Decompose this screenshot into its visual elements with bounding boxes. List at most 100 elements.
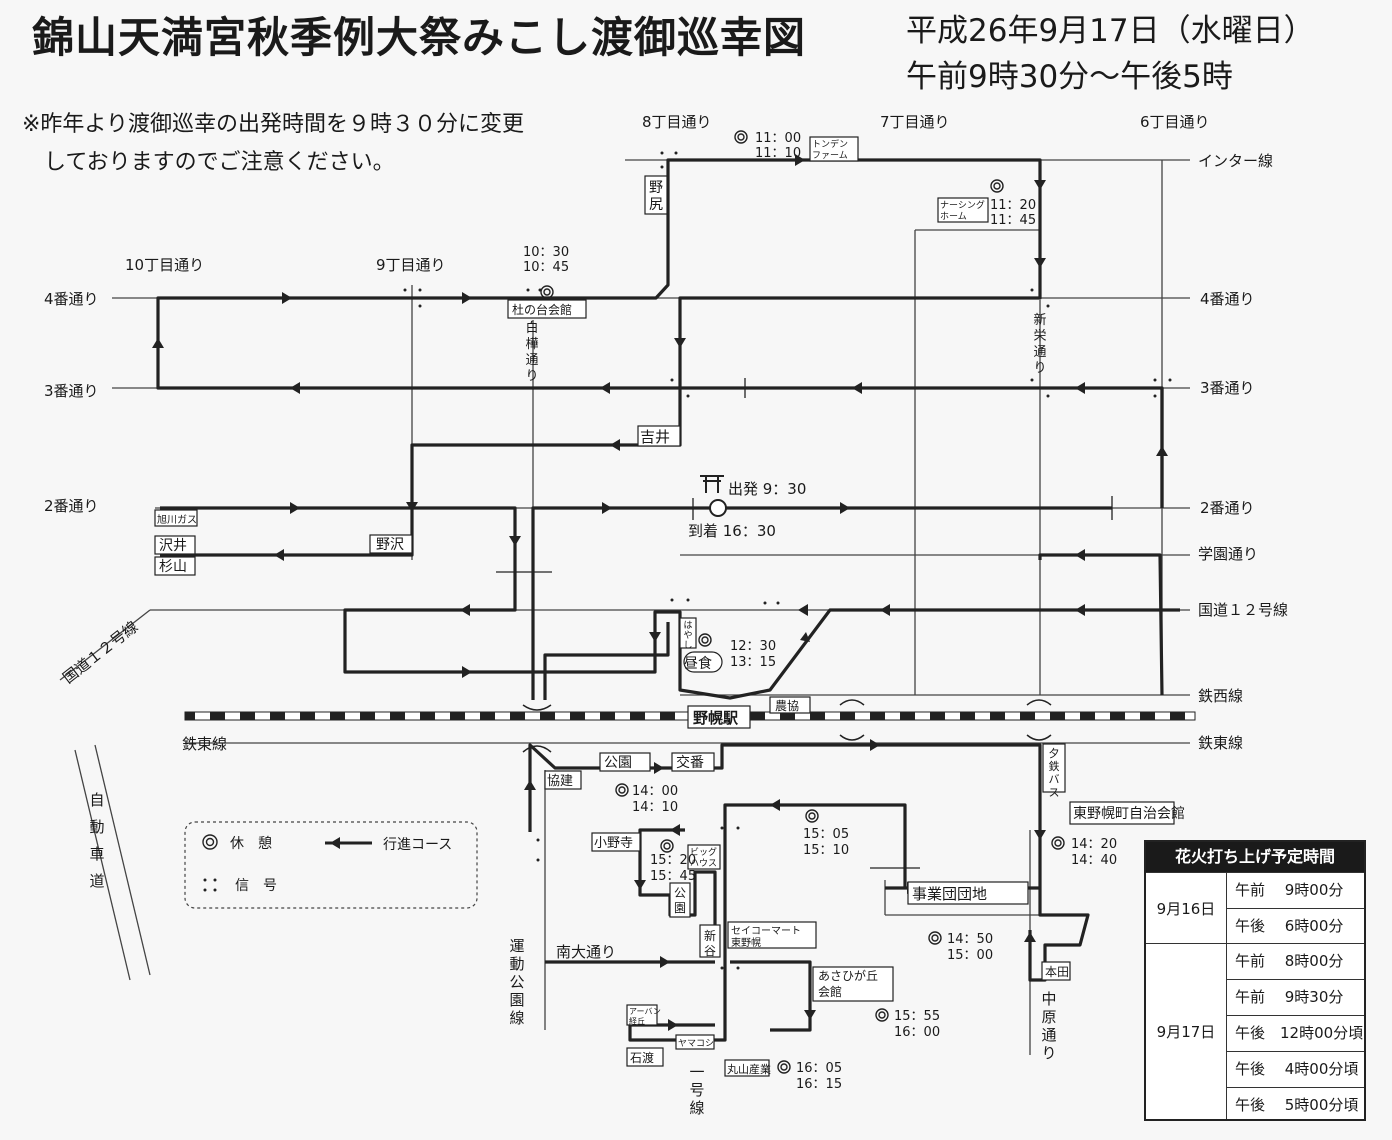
station-label: 野幌駅	[693, 709, 739, 727]
kyoken-label: 協建	[547, 774, 573, 789]
tonden-farm-label: トンデンファーム	[812, 138, 848, 161]
fireworks-time: 午前 9時30分	[1227, 979, 1364, 1015]
street-nakahara: 中原通り	[1041, 990, 1056, 1062]
event-time: 午前9時30分～午後5時	[906, 59, 1233, 95]
street-shirakaba: 白樺通り	[525, 320, 538, 384]
street-3ban-left: 3番通り	[44, 382, 99, 400]
fireworks-day: 9月16日	[1146, 873, 1227, 943]
street-minami: 南大通り	[556, 943, 616, 961]
fireworks-time: 午前 8時00分	[1235, 952, 1344, 970]
street-kokudo12-diag: 国道１２号線	[59, 618, 141, 688]
street-lines	[59, 159, 1190, 1055]
underpass-marks	[522, 699, 1052, 753]
start-point-marker	[709, 499, 727, 517]
sugiyama-label: 杉山	[159, 559, 187, 575]
yamakoshi-label: ヤマコシ	[678, 1039, 714, 1049]
seicomart-label: セイコーマート東野幌	[731, 925, 801, 949]
onodera-label: 小野寺	[594, 836, 633, 851]
event-datetime: 平成26年9月17日（水曜日） 午前9時30分～午後5時	[906, 8, 1315, 100]
yutetsu-bus-label: 夕鉄バス	[1049, 747, 1060, 799]
legend-rest-label: 休 憩	[230, 835, 272, 852]
depart-label: 出発 9：30	[728, 480, 806, 498]
fireworks-time: 午前 9時00分	[1235, 881, 1344, 899]
maruyama-label: 丸山産業	[727, 1063, 771, 1076]
morinodai-label: 杜の台会館	[512, 302, 572, 317]
fireworks-day-row: 9月17日午前 8時00分午前 9時30分午後 12時00分頃午後 4時00分頃…	[1146, 943, 1364, 1119]
fireworks-day: 9月17日	[1146, 944, 1227, 1119]
koban-label: 交番	[676, 754, 704, 771]
street-inter: インター線	[1198, 152, 1273, 170]
legend-rest-icon	[202, 834, 218, 850]
street-ichigo: 一号線	[689, 1063, 704, 1117]
jigyodan-label: 事業団団地	[912, 885, 987, 903]
shrine-gate-icon	[700, 475, 724, 493]
fireworks-day-row: 9月16日午前 9時00分午後 6時00分	[1146, 872, 1364, 943]
notice-line1: ※昨年より渡御巡幸の出発時間を９時３０分に変更	[22, 112, 524, 137]
koen-label: 公園	[604, 755, 632, 771]
koen2-label: 公園	[674, 886, 686, 915]
yoshii-label: 吉井	[640, 428, 670, 446]
notice-line2: しておりますのでご注意ください。	[22, 150, 395, 175]
street-4ban-right: 4番通り	[1200, 290, 1255, 308]
legend-route-label: 行進コース	[383, 837, 452, 853]
honda-label: 本田	[1045, 965, 1069, 979]
sawai-label: 沢井	[159, 538, 187, 554]
map-title: 錦山天満宮秋季例大祭みこし渡御巡幸図	[32, 13, 807, 62]
shintani-label: 新谷	[704, 928, 716, 958]
ishiwata-label: 石渡	[630, 1050, 654, 1065]
street-tetto-left: 鉄東線	[182, 735, 227, 753]
legend-box	[184, 821, 478, 909]
fireworks-time: 午後 6時00分	[1227, 908, 1364, 944]
urban-label: アーバン経丘	[629, 1007, 661, 1026]
street-4ban-left: 4番通り	[44, 290, 99, 308]
street-jidoshado: 自動車道	[89, 791, 104, 890]
street-tessei: 鉄西線	[1198, 687, 1243, 705]
notice: ※昨年より渡御巡幸の出発時間を９時３０分に変更 しておりますのでご注意ください。	[22, 106, 524, 182]
rest-markers	[540, 130, 1065, 1074]
street-10chome: 10丁目通り	[125, 256, 204, 274]
nozawa-label: 野沢	[376, 537, 404, 553]
street-8chome: 8丁目通り	[642, 113, 712, 131]
event-date: 平成26年9月17日（水曜日）	[906, 13, 1315, 49]
street-2ban-right: 2番通り	[1200, 499, 1255, 517]
nursing-home-label: ナーシングホーム	[940, 199, 985, 222]
street-7chome: 7丁目通り	[880, 113, 950, 131]
legend-signal-icon	[203, 878, 217, 892]
street-2ban-left: 2番通り	[44, 497, 99, 515]
fireworks-time: 午後 5時00分頃	[1227, 1087, 1364, 1123]
street-kokudo12: 国道１２号線	[1198, 601, 1288, 619]
bighouse-label: ビッグハウス	[690, 846, 717, 869]
fireworks-time: 午後 4時00分頃	[1227, 1051, 1364, 1087]
lunch-label: 昼食	[684, 655, 712, 672]
higashi-kaikan-label: 東野幌町自治会館	[1073, 805, 1185, 822]
signal-marks	[403, 151, 1172, 970]
street-gakuen: 学園通り	[1198, 545, 1258, 563]
street-tetto-right: 鉄東線	[1198, 734, 1243, 752]
arrive-label: 到着 16：30	[688, 522, 776, 540]
label-boxes	[154, 136, 1175, 1077]
asahi-gas-label: 旭川ガス	[157, 514, 197, 526]
street-shinei: 新栄通り	[1033, 312, 1046, 376]
legend-signal-label: 信 号	[235, 878, 277, 894]
route-arrows	[152, 154, 1168, 1031]
hayashi-label: はやし	[683, 620, 692, 651]
stop-lines	[496, 378, 1113, 869]
street-3ban-right: 3番通り	[1200, 379, 1255, 397]
fireworks-title: 花火打ち上げ予定時間	[1146, 842, 1364, 872]
nokyo-label: 農協	[775, 698, 799, 713]
street-9chome: 9丁目通り	[376, 256, 446, 274]
